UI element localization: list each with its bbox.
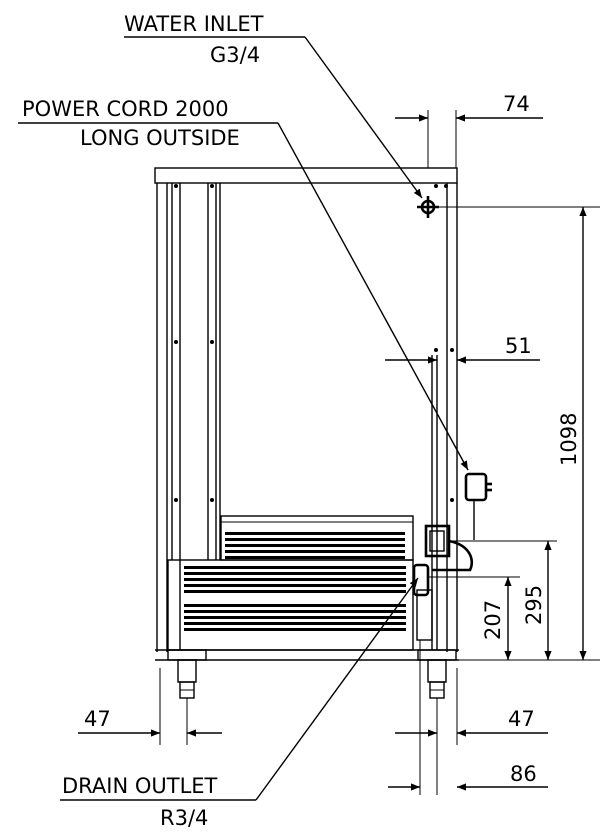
left-foot [167,649,207,699]
dim-86: 86 [510,762,537,786]
lower-grille-a [184,566,406,593]
condensing-unit [167,515,433,651]
lower-grille-b [184,604,406,631]
right-foot [417,649,457,699]
drain-outlet-label: DRAIN OUTLET [62,774,218,798]
electrical-box [424,500,475,572]
leaders [18,36,469,801]
dim-207: 207 [481,600,505,640]
dim-295: 295 [522,585,546,625]
dim-1098: 1098 [557,413,581,466]
drain-outlet-size: R3/4 [160,806,208,830]
dim-51: 51 [505,334,532,358]
dim-47-left: 47 [84,707,111,731]
water-inlet-label: WATER INLET [124,12,264,36]
power-plug [464,472,492,502]
dimension-lines [78,110,600,795]
upper-grille [225,532,405,559]
water-inlet-symbol [417,196,439,218]
power-cord-label: POWER CORD 2000 [22,97,229,121]
dim-74: 74 [503,92,530,116]
water-inlet-size: G3/4 [210,43,260,67]
power-cord-note: LONG OUTSIDE [80,126,240,150]
dim-47-right: 47 [508,707,535,731]
